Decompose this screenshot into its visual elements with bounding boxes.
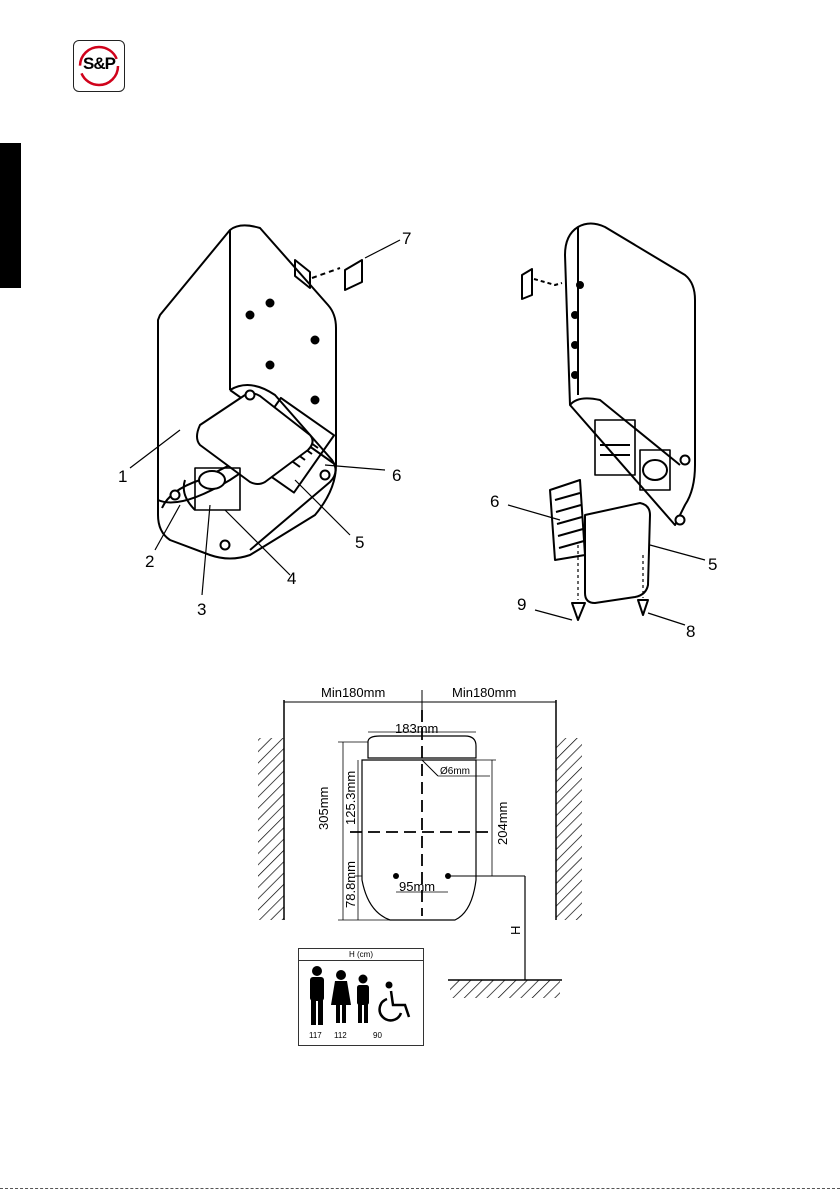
height-table: H (cm) 117 112 90 [298, 948, 424, 1046]
dim-hole-spacing: 95mm [399, 879, 435, 894]
man-icon [310, 966, 324, 1025]
callout-9: 9 [517, 596, 526, 613]
callout-4: 4 [287, 570, 296, 587]
height-value-child: 90 [373, 1031, 382, 1040]
height-value-man: 117 [309, 1031, 322, 1040]
callout-5: 5 [355, 534, 364, 551]
callout-6: 6 [392, 467, 401, 484]
callout-3: 3 [197, 601, 206, 618]
dim-min-right: Min180mm [452, 685, 516, 700]
dim-min-left: Min180mm [321, 685, 385, 700]
callout-1: 1 [118, 468, 127, 485]
height-table-header: H (cm) [299, 949, 423, 961]
dim-hole-to-top: 204mm [495, 802, 510, 845]
dim-lower-height: 78.8mm [343, 861, 358, 908]
dim-hole-diameter: Ø6mm [440, 766, 470, 777]
callout-2: 2 [145, 553, 154, 570]
logo-text: S&P [74, 54, 124, 74]
child-icon [357, 975, 369, 1024]
height-value-woman: 112 [334, 1031, 347, 1040]
callout-6-right: 6 [490, 493, 499, 510]
woman-icon [331, 970, 351, 1023]
brand-logo: S&P [73, 40, 125, 92]
wheelchair-icon [380, 982, 409, 1021]
callout-5-right: 5 [708, 556, 717, 573]
callout-8: 8 [686, 623, 695, 640]
device-open-view [500, 215, 740, 635]
dim-total-height: 305mm [316, 787, 331, 830]
dim-width: 183mm [395, 721, 438, 736]
dim-upper-height: 125.3mm [343, 771, 358, 825]
callout-7: 7 [402, 230, 411, 247]
section-tab [0, 143, 21, 288]
dim-h: H [508, 926, 523, 935]
page-bottom-rule [0, 1188, 840, 1189]
